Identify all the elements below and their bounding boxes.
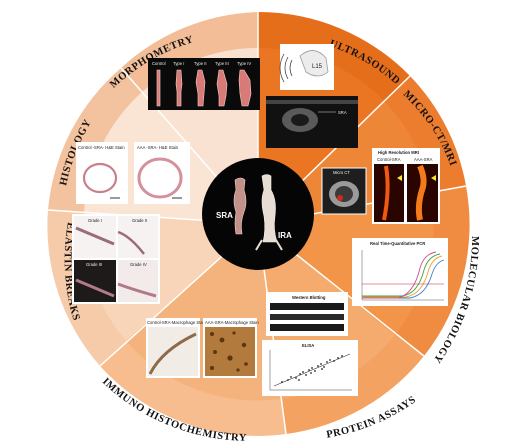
micro-ct-panel: Micro CT [321, 167, 367, 215]
elisa-panel: ELISA [262, 340, 358, 396]
histology-right-title: AAA -SRA- H&E Stain [137, 145, 179, 150]
mri-title: High Resolution MRI [378, 150, 419, 155]
histology-panel: Control -SRA- H&E Stain AAA -SRA- H&E St… [76, 142, 190, 204]
svg-text:L15: L15 [312, 64, 323, 70]
micro-ct-label: Micro CT [333, 170, 350, 175]
immuno-left-title: Control-SRA-Macrophage Stain [147, 320, 207, 325]
morph-type2-label: Type II [194, 61, 207, 66]
ultrasound-scan: SRA [266, 96, 358, 148]
western-blot-panel: Western Blotting [266, 292, 348, 336]
central-hub: SRA IRA [202, 158, 314, 270]
morph-type1-label: Type I [173, 61, 184, 66]
hub-ira-label: IRA [278, 231, 292, 240]
immuno-panel: Control-SRA-Macrophage Stain AAA-SRA-Mac… [146, 318, 259, 378]
pcr-title: Real Time-Quantitative PCR [370, 241, 425, 246]
western-title: Western Blotting [292, 295, 326, 300]
immuno-right-title: AAA-SRA-Macrophage Stain [205, 320, 259, 325]
morphometry-panel: Control Type I Type II Type III Type IV [148, 58, 260, 110]
hub-sra-label: SRA [216, 211, 233, 220]
elisa-title: ELISA [302, 343, 314, 348]
mri-left-label: Control-SRA [377, 157, 401, 162]
ultrasound-probe: L15 [279, 44, 334, 90]
elastin-grade2: Grade II [132, 218, 147, 223]
elastin-grade4: Grade IV [130, 262, 147, 267]
ultrasound-sra-label: SRA [338, 110, 347, 115]
pcr-panel: Real Time-Quantitative PCR [352, 238, 448, 306]
ultrasound-panel: L15 SRA [266, 44, 358, 148]
elastin-grade1: Grade I [88, 218, 102, 223]
morph-type3-label: Type III [215, 61, 229, 66]
mri-panel: High Resolution MRI Control-SRA AAA-SRA [372, 148, 440, 224]
histology-left-title: Control -SRA- H&E Stain [78, 145, 125, 150]
elastin-panel: Grade I Grade II Grade III Grade IV [72, 214, 160, 304]
mri-right-label: AAA-SRA [414, 157, 433, 162]
morph-control-label: Control [152, 61, 166, 66]
morph-type4-label: Type IV [237, 61, 251, 66]
elastin-grade3: Grade III [86, 262, 102, 267]
